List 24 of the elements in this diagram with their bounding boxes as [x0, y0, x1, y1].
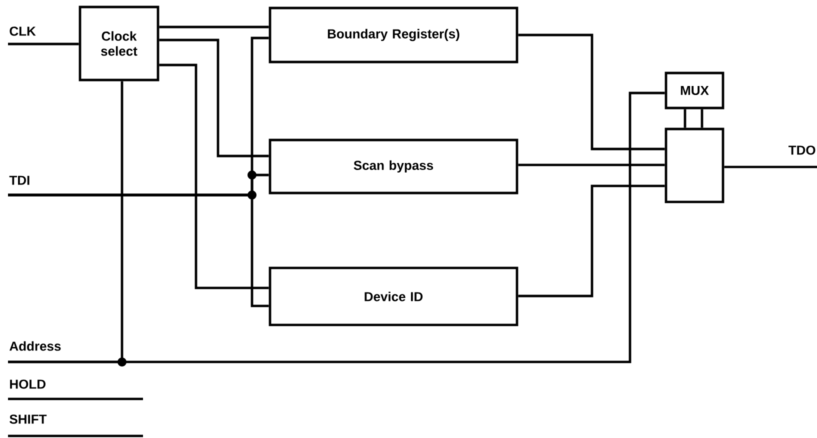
- signal-line: [8, 194, 269, 308]
- signal-label: TDO: [788, 146, 816, 155]
- block-box: Device ID: [268, 266, 518, 326]
- block-box: Scan bypass: [268, 138, 518, 194]
- block-box: Boundary Register(s): [268, 6, 518, 64]
- signal-line: [518, 164, 665, 166]
- signal-line: [684, 109, 686, 128]
- signal-line: [724, 166, 817, 168]
- block-box: Clock select: [78, 6, 160, 82]
- signal-label: TDI: [9, 176, 30, 185]
- signal-line: [518, 34, 665, 150]
- signal-line: [159, 64, 269, 290]
- signal-line: [8, 42, 79, 46]
- signal-line: [159, 38, 269, 158]
- mux-box: [664, 128, 724, 204]
- signal-line: [700, 109, 704, 128]
- signal-label: Address: [10, 341, 61, 351]
- signal-label: HOLD: [10, 380, 46, 389]
- signal-line: [8, 92, 665, 364]
- signal-label: SHIFT: [10, 414, 47, 424]
- signal-line: [159, 26, 269, 28]
- signal-line: [518, 184, 665, 298]
- signal-label: CLK: [10, 26, 36, 36]
- mux-box: MUX: [664, 72, 724, 110]
